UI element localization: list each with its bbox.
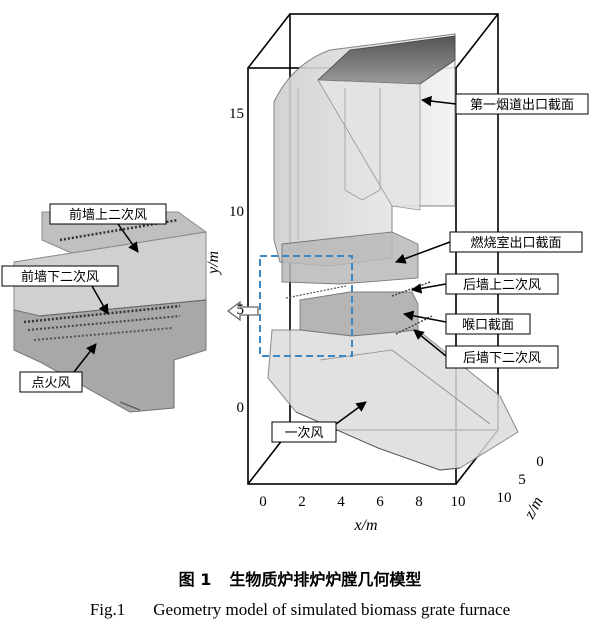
callout-primary-air: 一次风	[284, 425, 323, 441]
callout-front-lower-air-box	[1, 265, 119, 287]
z-axis-label: z/m	[521, 494, 547, 522]
caption-cn-number: 图 1	[178, 570, 212, 589]
x-tick-label: 4	[337, 494, 345, 510]
callout-flue-outlet: 第一烟道出口截面	[470, 98, 574, 113]
x-tick-label: 10	[451, 494, 466, 510]
callout-front-lower-air: 前墙下二次风	[21, 269, 99, 285]
z-tick-label: 10	[497, 490, 512, 506]
callout-ignition-air: 点火风	[31, 376, 70, 391]
throat-section	[299, 291, 419, 337]
callout-rear-lower-air: 后墙下二次风	[463, 350, 541, 366]
callout-throat: 喉口截面	[462, 318, 514, 333]
callout-rear-upper-air: 后墙上二次风	[463, 277, 541, 293]
callout-combustion-outlet: 燃烧室出口截面	[470, 235, 561, 251]
caption-english: Fig.1 Geometry model of simulated biomass…	[0, 600, 600, 620]
y-tick-label: 10	[229, 204, 244, 220]
x-axis-ticks: 0 2 4 6 8 10	[259, 494, 465, 510]
callout-front-upper-air-box	[49, 203, 167, 225]
z-axis-ticks: 05 10	[497, 454, 544, 506]
x-tick-label: 6	[376, 494, 384, 510]
x-tick-label: 2	[298, 494, 306, 510]
zoom-box	[259, 255, 353, 357]
combustion-outlet-section	[281, 231, 419, 285]
zoom-arrow	[226, 300, 259, 322]
y-tick-label: 15	[229, 106, 244, 122]
caption-cn-title: 生物质炉排炉炉膛几何模型	[229, 570, 422, 589]
callout-front-upper-air: 前墙上二次风	[69, 207, 147, 223]
y-axis-ticks: 15 10 5 0	[229, 106, 244, 416]
callout-throat-box	[445, 313, 531, 335]
z-tick-label: 5	[518, 472, 526, 488]
caption-en-number: Fig.1	[89, 600, 126, 619]
caption-en-title: Geometry model of simulated biomass grat…	[153, 600, 511, 619]
x-tick-label: 8	[415, 494, 423, 510]
x-tick-label: 0	[259, 494, 267, 510]
z-tick-label: 0	[536, 454, 544, 470]
callout-ignition-air-box	[19, 371, 83, 393]
callout-primary-air-box	[271, 421, 337, 443]
x-axis-label: x/m	[353, 517, 377, 534]
callout-rear-lower-air-box	[445, 345, 559, 369]
y-tick-label: 5	[237, 302, 245, 318]
y-tick-label: 0	[237, 400, 245, 416]
y-axis-label: y/m	[205, 251, 222, 276]
caption-chinese: 图 1 生物质炉排炉炉膛几何模型	[0, 566, 600, 590]
